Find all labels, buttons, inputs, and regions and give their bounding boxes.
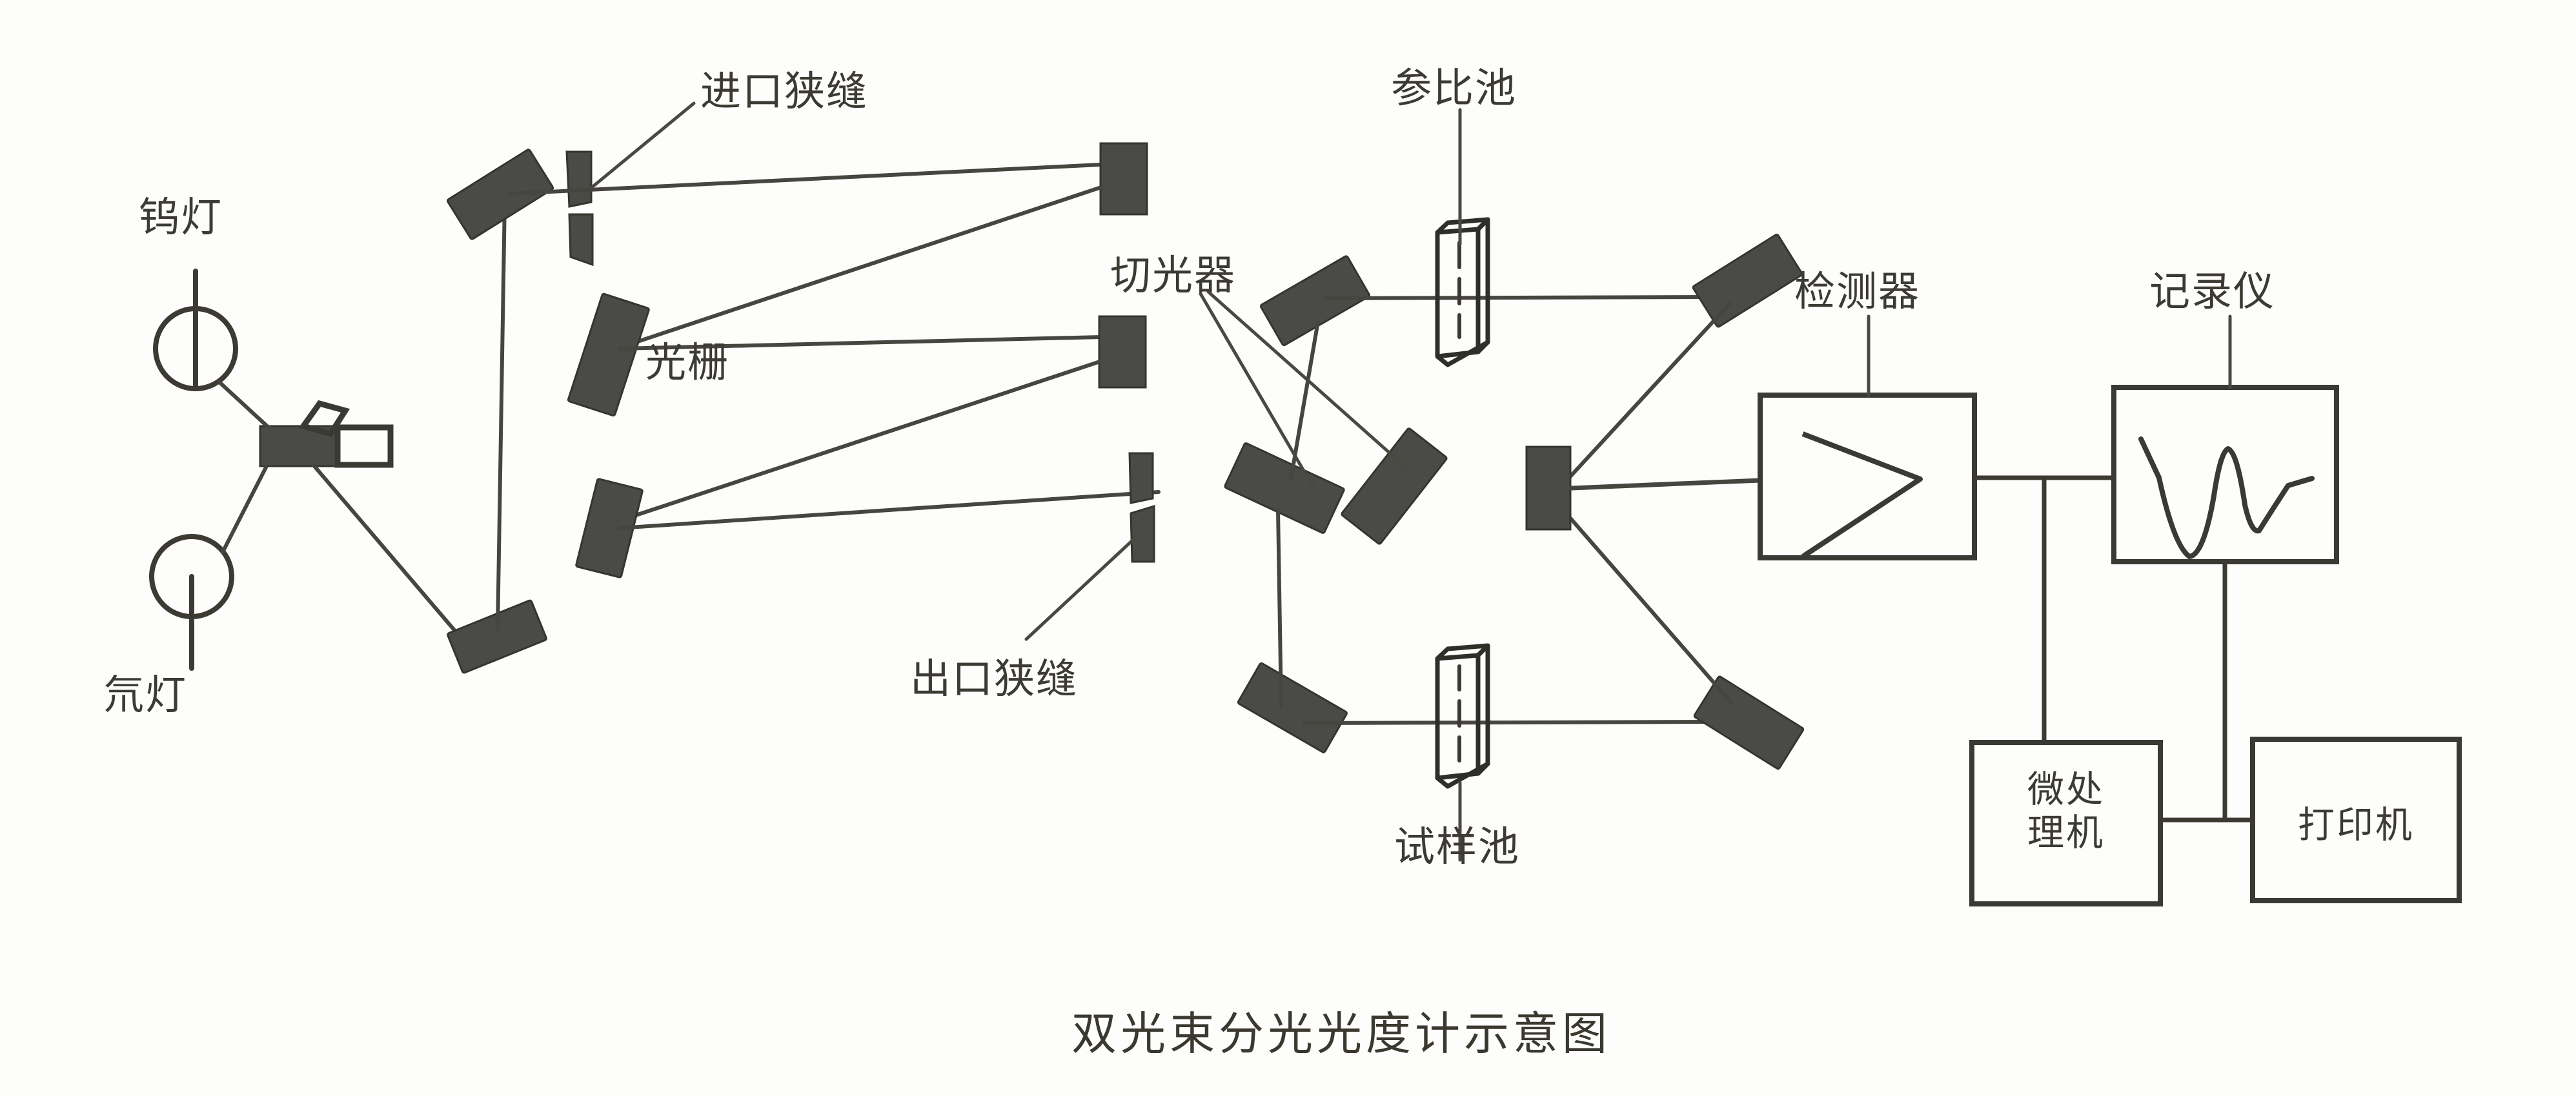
beam-combiner	[259, 400, 394, 468]
label-tungsten-lamp: 钨灯	[139, 195, 223, 240]
exit-slit-jaws	[1128, 452, 1155, 563]
reference-cuvette	[1435, 217, 1490, 367]
collimator-mirror-upper-left	[446, 148, 554, 240]
label-reference-cell: 参比池	[1391, 66, 1517, 111]
label-detector: 检测器	[1794, 269, 1920, 314]
printer-box	[2250, 737, 2462, 903]
chopper-mirror-left	[1224, 442, 1345, 534]
chopper-mirror-right	[1341, 427, 1448, 545]
mirror-upper-reference-in	[1259, 255, 1370, 347]
deuterium-lamp-symbol	[149, 534, 234, 671]
microprocessor-box	[1969, 740, 2163, 906]
mirror-sample-fold	[1693, 675, 1805, 770]
mirror-mid-right	[1098, 315, 1147, 389]
label-printer: 打印机	[2298, 805, 2414, 846]
entrance-slit-jaws	[565, 150, 594, 267]
grating-mirror	[567, 292, 650, 417]
mirror-upper-right	[1099, 142, 1148, 216]
label-recorder: 记录仪	[2149, 269, 2275, 314]
detector-entrance-mirror	[1525, 445, 1572, 531]
fold-mirror-lower-left	[447, 599, 547, 674]
label-exit-slit: 出口狭缝	[910, 657, 1078, 702]
spectrum-trace	[2138, 436, 2315, 559]
label-entrance-slit: 进口狭缝	[700, 69, 868, 114]
label-chopper: 切光器	[1110, 253, 1236, 298]
figure-caption: 双光束分光光度计示意图	[1071, 1010, 1611, 1059]
label-grating: 光栅	[645, 340, 729, 385]
sample-cuvette	[1435, 643, 1490, 789]
amplifier-symbol	[1801, 431, 1923, 559]
detector-box	[1758, 314, 1977, 560]
label-microprocessor: 微处 理机	[2027, 770, 2105, 854]
label-deuterium-lamp: 氘灯	[103, 673, 187, 718]
recorder-box	[2111, 314, 2339, 564]
mirror-lower-left	[575, 478, 644, 578]
label-sample-cell: 试样池	[1394, 824, 1520, 870]
tungsten-lamp-symbol	[153, 269, 238, 391]
mirror-reference-fold	[1692, 233, 1803, 328]
mirror-lower-sample-in	[1237, 662, 1348, 753]
